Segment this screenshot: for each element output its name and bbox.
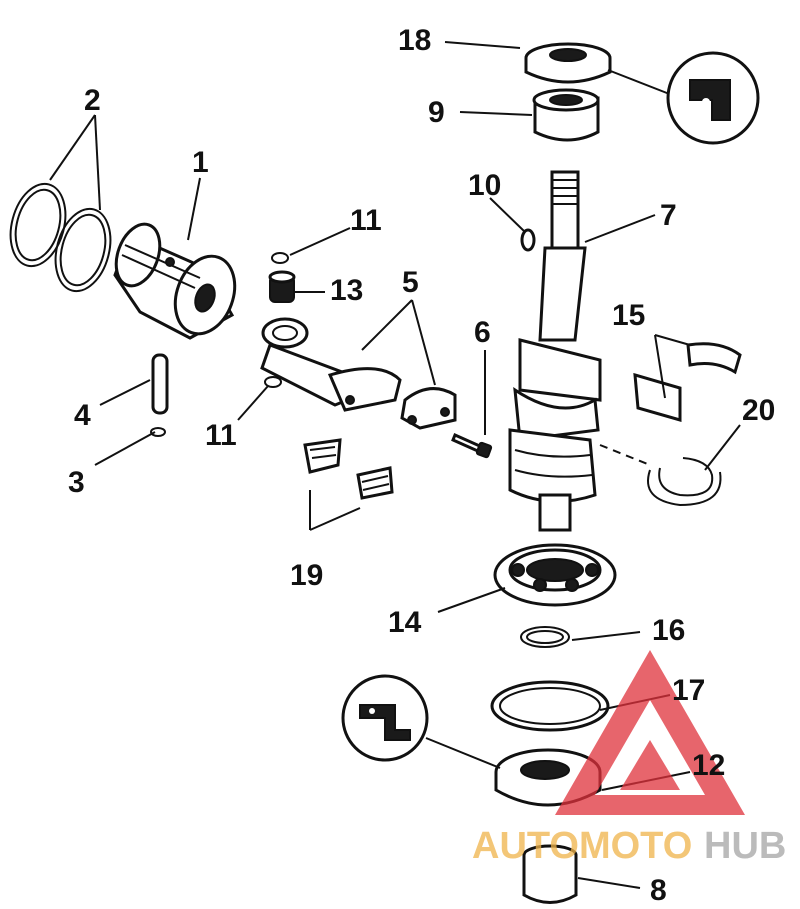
label-20: 20: [742, 394, 775, 427]
seal-detail-callout-bottom: [341, 674, 501, 769]
label-7: 7: [660, 199, 677, 232]
label-16: 16: [652, 614, 685, 647]
label-4: 4: [74, 399, 91, 432]
label-13: 13: [330, 274, 363, 307]
bushing: [522, 844, 578, 904]
watermark-triangle: [555, 650, 745, 815]
retaining-ring: [599, 444, 722, 507]
automotohub-watermark: AUTOMOTO HUB: [472, 650, 786, 867]
connecting-rod: [260, 317, 457, 430]
label-5: 5: [402, 266, 419, 299]
lower-ball-bearing: [493, 543, 617, 607]
label-3: 3: [68, 466, 85, 499]
piston-rings: [9, 182, 112, 293]
needle-bearing-small: [268, 270, 296, 303]
label-19: 19: [290, 559, 323, 592]
lock-ring: [520, 626, 570, 648]
watermark-inner-triangle: [620, 740, 680, 790]
pin-retainer: [150, 427, 166, 437]
rod-screw: [451, 432, 493, 459]
label-14: 14: [388, 606, 422, 639]
label-18: 18: [398, 24, 431, 57]
watermark-text-hub: HUB: [704, 825, 786, 867]
watermark-text-automoto: AUTOMOTO: [472, 825, 692, 867]
label-11-top: 11: [350, 204, 382, 237]
seal-detail-callout-top: [607, 51, 760, 145]
label-2: 2: [84, 84, 101, 117]
oil-seal-top: [524, 42, 612, 84]
label-8: 8: [650, 874, 667, 907]
piston: [113, 222, 237, 340]
woodruff-key: [520, 228, 536, 252]
top-bearing: [532, 88, 600, 142]
label-17: 17: [672, 674, 705, 707]
piston-pin: [151, 353, 169, 415]
label-10: 10: [468, 169, 501, 202]
needle-bearing-halves: [303, 438, 394, 500]
o-ring: [490, 680, 610, 732]
label-15: 15: [612, 299, 645, 332]
crankshaft: [508, 170, 602, 532]
main-bearing-half: [633, 342, 742, 422]
label-11-bottom: 11: [205, 419, 237, 452]
label-1: 1: [192, 146, 209, 179]
thrust-washer-bottom: [264, 376, 282, 388]
label-12: 12: [692, 749, 725, 782]
thrust-washer-top: [271, 252, 289, 264]
part-labels: 1 2 3 4 5 6 7 8 9 10 11 11 12 13 14 15 1…: [68, 24, 775, 907]
label-9: 9: [428, 96, 445, 129]
label-6: 6: [474, 316, 491, 349]
leader-lines: [49, 41, 741, 889]
